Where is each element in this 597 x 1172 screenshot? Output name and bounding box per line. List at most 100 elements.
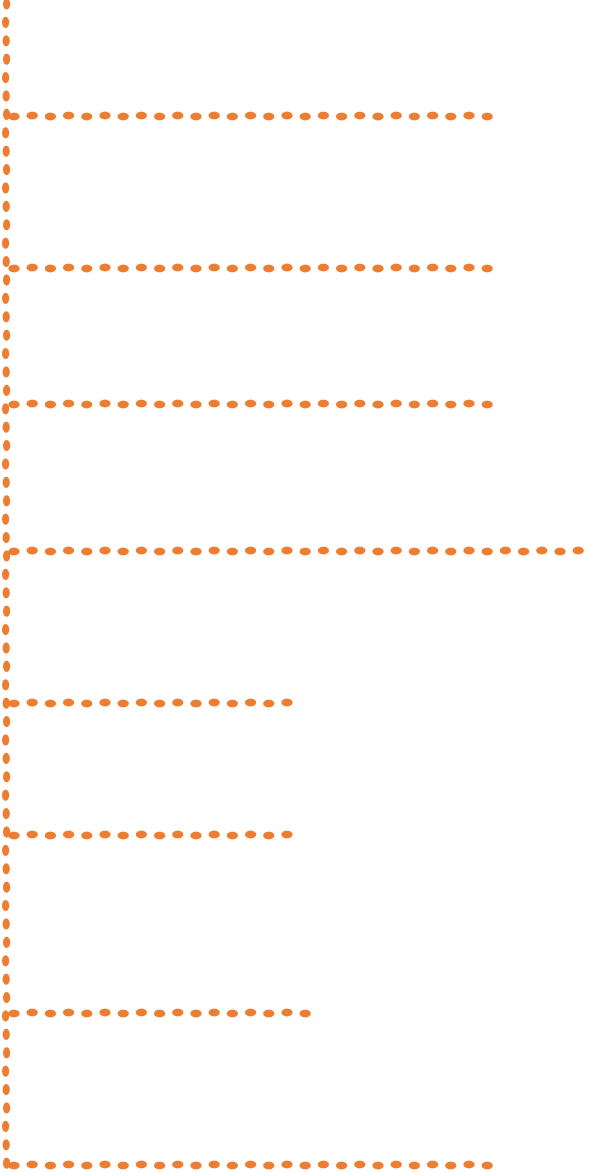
branch-7: [8, 1008, 311, 1018]
trunk-dot: [2, 679, 10, 691]
branch-dot: [117, 1009, 129, 1018]
branch-dot: [99, 1008, 111, 1017]
trunk-dot: [2, 1010, 10, 1022]
branch-dot: [81, 1009, 93, 1018]
horizontal-branches: [8, 111, 584, 1170]
branch-dot: [135, 1008, 147, 1017]
branch-dot: [26, 546, 38, 555]
branch-dot: [63, 546, 75, 555]
branch-dot: [99, 399, 111, 408]
branch-dot: [8, 400, 20, 409]
branch-dot: [63, 1160, 75, 1169]
branch-1: [8, 111, 493, 121]
branch-dot: [245, 263, 257, 272]
branch-dot: [44, 400, 57, 409]
branch-dot: [117, 1161, 129, 1170]
branch-dot: [281, 546, 293, 555]
branch-dot: [408, 112, 420, 121]
trunk-dot: [2, 200, 10, 212]
branch-dot: [44, 831, 57, 840]
trunk-dot: [2, 127, 10, 139]
branch-dot: [499, 546, 511, 555]
branch-dot: [154, 112, 166, 121]
branch-dot: [172, 546, 184, 555]
branch-dot: [81, 400, 93, 409]
trunk-dot: [2, 734, 10, 746]
trunk-dot: [3, 0, 11, 10]
branch-dot: [263, 699, 275, 708]
branch-dot: [263, 1161, 275, 1170]
branch-dot: [190, 112, 202, 121]
branch-dot: [226, 400, 238, 409]
branch-dot: [99, 698, 111, 707]
branch-dot: [281, 111, 293, 120]
branch-dot: [245, 698, 257, 707]
branch-dot: [317, 546, 329, 555]
trunk-dot: [2, 1084, 10, 1096]
branch-dot: [117, 400, 129, 409]
trunk-dot: [2, 973, 10, 985]
branch-dot: [245, 111, 257, 120]
branch-dot: [208, 263, 220, 272]
trunk-dot: [3, 219, 11, 231]
trunk-dot: [2, 1139, 10, 1151]
trunk-dot: [3, 771, 11, 783]
branch-dot: [390, 399, 402, 408]
branch-dot: [263, 1009, 275, 1018]
trunk-dot: [2, 35, 10, 47]
branch-dot: [135, 1160, 147, 1169]
branch-dot: [463, 546, 475, 555]
trunk-dot: [3, 53, 11, 65]
branch-dot: [135, 698, 147, 707]
branch-4: [8, 546, 584, 556]
branch-dot: [208, 698, 220, 707]
branch-dot: [190, 400, 202, 409]
trunk-dot: [3, 826, 11, 838]
branch-dot: [190, 1161, 202, 1170]
branch-dot: [390, 1160, 402, 1169]
trunk-dot: [3, 881, 11, 893]
branch-dot: [81, 547, 93, 556]
branch-dot: [208, 111, 220, 120]
branch-dot: [172, 698, 184, 707]
branch-dot: [317, 1160, 329, 1169]
branch-8: [8, 1160, 493, 1170]
branch-dot: [26, 1160, 38, 1169]
branch-dot: [317, 111, 329, 120]
branch-dot: [226, 112, 238, 121]
branch-dot: [390, 546, 402, 555]
branch-dot: [99, 546, 111, 555]
branch-dot: [281, 399, 293, 408]
trunk-dot: [2, 900, 10, 912]
branch-dot: [427, 263, 439, 272]
branch-dot: [481, 547, 493, 556]
branch-dot: [8, 699, 20, 708]
branch-dot: [172, 830, 184, 839]
trunk-dot: [2, 256, 10, 268]
trunk-dot: [2, 918, 10, 930]
branch-3: [8, 399, 493, 409]
branch-dot: [445, 400, 457, 409]
trunk-dot: [3, 108, 11, 120]
branch-dot: [481, 1161, 493, 1170]
branch-dot: [390, 263, 402, 272]
branch-dot: [281, 830, 293, 839]
branch-dot: [427, 1160, 439, 1169]
branch-5: [8, 698, 293, 708]
branch-dot: [117, 112, 129, 121]
branch-dot: [117, 699, 129, 708]
branch-dot: [63, 830, 75, 839]
branch-dot: [408, 547, 420, 556]
branch-dot: [208, 546, 220, 555]
branch-dot: [463, 1160, 475, 1169]
branch-dot: [154, 400, 166, 409]
trunk-dot: [2, 808, 10, 820]
branch-dot: [372, 112, 384, 121]
branch-dot: [99, 111, 111, 120]
trunk-dot: [2, 476, 10, 488]
branch-dot: [245, 1008, 257, 1017]
branch-dot: [245, 830, 257, 839]
trunk-dot: [2, 1120, 10, 1132]
branch-dot: [245, 546, 257, 555]
branch-dot: [135, 399, 147, 408]
